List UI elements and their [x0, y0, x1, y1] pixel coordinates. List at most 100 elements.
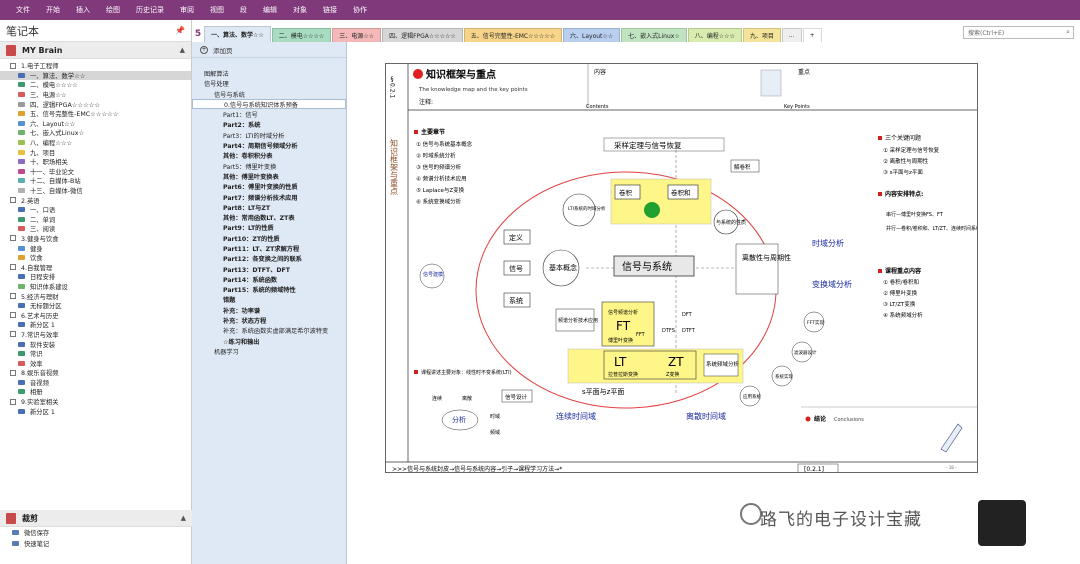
page-item[interactable]: 其他：常用函数LT、ZT表	[223, 215, 295, 223]
section-item[interactable]: 一、口语	[0, 205, 191, 215]
page-item[interactable]: Part3：LTI的时域分析	[223, 132, 285, 140]
section-item[interactable]: 常识	[0, 349, 191, 359]
notebook-my-brain[interactable]: MY Brain ▲	[0, 42, 191, 59]
section-item[interactable]: 日程安排	[0, 272, 191, 282]
section-item[interactable]: 新分区 1	[0, 320, 191, 330]
page-item[interactable]: 错题	[223, 297, 236, 305]
page-item[interactable]: Part2：系统	[223, 122, 261, 130]
section-tab[interactable]: 五、信号完整性-EMC☆☆☆☆☆	[463, 28, 562, 42]
page-item[interactable]: 图解算法	[204, 70, 229, 78]
page-item[interactable]: Part11：LT、ZT求解方程	[223, 245, 300, 253]
page-item[interactable]: Part4：周期信号频域分析	[223, 143, 298, 151]
section-tab[interactable]: 九、项目	[742, 28, 781, 42]
section-item[interactable]: 八、编程☆☆☆	[0, 138, 191, 148]
menu-item[interactable]: 文件	[16, 6, 30, 14]
section-item[interactable]: 新分区 1	[0, 406, 191, 416]
section-tab[interactable]: ...	[781, 28, 802, 42]
page-item[interactable]: Part6：傅里叶变换的性质	[223, 184, 298, 192]
section-item[interactable]: 无标题分区	[0, 301, 191, 311]
quick-section-item[interactable]: 微信保存	[0, 527, 192, 538]
section-item[interactable]: 软件安装	[0, 339, 191, 349]
menu-item[interactable]: 插入	[76, 6, 90, 14]
page-item[interactable]: Part12：各变换之间的联系	[223, 256, 302, 264]
section-tab[interactable]: 八、编程☆☆☆	[687, 28, 742, 42]
section-item[interactable]: 四、逻辑FPGA☆☆☆☆☆	[0, 99, 191, 109]
search-icon[interactable]: ⌕	[1066, 28, 1070, 36]
chevron-up-icon[interactable]: ▲	[179, 46, 185, 54]
section-item[interactable]: 十三、自媒体-微信	[0, 186, 191, 196]
page-item[interactable]: 补充：系统函数实虚部满足希尔波特变	[223, 328, 329, 336]
section-item[interactable]: 三、阅读	[0, 224, 191, 234]
section-group[interactable]: 4.自我管理	[0, 262, 191, 272]
page-item[interactable]	[192, 58, 346, 68]
page-item[interactable]: Part1：信号	[223, 112, 258, 120]
page-item[interactable]: Part9：LT的性质	[223, 225, 274, 233]
section-tab[interactable]: 六、Layout☆☆	[563, 28, 621, 42]
menu-item[interactable]: 编辑	[263, 6, 277, 14]
section-item[interactable]: 音视频	[0, 378, 191, 388]
chevron-up-icon[interactable]: ▲	[180, 514, 186, 522]
section-group[interactable]: 1.电子工程师	[0, 61, 191, 71]
section-item[interactable]: 健身	[0, 243, 191, 253]
section-item[interactable]: 相册	[0, 387, 191, 397]
section-item[interactable]: 六、Layout☆☆	[0, 119, 191, 129]
menu-item[interactable]: 段	[240, 6, 247, 14]
page-item[interactable]: 补充：状态方程	[223, 318, 267, 326]
section-group[interactable]: 3.健身与饮食	[0, 234, 191, 244]
menu-item[interactable]: 历史记录	[136, 6, 164, 14]
page-item[interactable]: 其他：傅里叶变换表	[223, 173, 279, 181]
section-item[interactable]: 二、模电☆☆☆☆	[0, 80, 191, 90]
section-item[interactable]: 七、嵌入式Linux☆	[0, 128, 191, 138]
section-tab[interactable]: 四、逻辑FPGA☆☆☆☆☆	[382, 28, 463, 42]
page-item[interactable]: 其他：卷积积分表	[223, 153, 273, 161]
section-item[interactable]: 十一、毕业论文	[0, 167, 191, 177]
section-tab[interactable]: 三、电源☆☆	[332, 28, 382, 42]
section-group[interactable]: 8.娱乐音视频	[0, 368, 191, 378]
notebook-clip[interactable]: 裁剪 ▲	[0, 510, 192, 527]
menu-item[interactable]: 链接	[323, 6, 337, 14]
section-item[interactable]: 二、单词	[0, 215, 191, 225]
pin-icon[interactable]: 📌	[175, 26, 185, 35]
page-item[interactable]: Part15：系统的频域特性	[223, 287, 296, 295]
section-item[interactable]: 三、电源☆☆	[0, 90, 191, 100]
page-item[interactable]: Part10：ZT的性质	[223, 235, 280, 243]
page-item[interactable]: Part14：系统函数	[223, 276, 278, 284]
menu-item[interactable]: 视图	[210, 6, 224, 14]
page-item[interactable]: Part13：DTFT、DFT	[223, 266, 290, 274]
section-group[interactable]: 6.艺术与历史	[0, 310, 191, 320]
section-group[interactable]: 2.英语	[0, 195, 191, 205]
page-item[interactable]: 信号处理	[204, 81, 229, 89]
page-item[interactable]: 0.信号与系统知识体系预备	[192, 99, 346, 110]
page-item[interactable]: 补充：功率谱	[223, 307, 261, 315]
section-item[interactable]: 十、职场相关	[0, 157, 191, 167]
add-section-tab-button[interactable]: +	[802, 28, 822, 42]
section-group[interactable]: 7.常识与效率	[0, 330, 191, 340]
page-item[interactable]: 信号与系统	[214, 91, 245, 99]
add-page-button[interactable]: + 添加页	[192, 42, 346, 58]
page-item[interactable]: Part8：LT与ZT	[223, 204, 271, 212]
page-item[interactable]: ☆练习和输出	[223, 338, 260, 346]
section-item[interactable]: 九、项目	[0, 147, 191, 157]
page-item[interactable]: Part5：傅里叶变换	[223, 163, 277, 171]
menu-item[interactable]: 开始	[46, 6, 60, 14]
section-group[interactable]: 5.经济与理财	[0, 291, 191, 301]
section-tab[interactable]: 一、算法、数学☆☆	[204, 26, 271, 42]
section-item[interactable]: 十二、自媒体-B站	[0, 176, 191, 186]
section-item[interactable]: 知识体系建设	[0, 282, 191, 292]
section-tab[interactable]: 七、嵌入式Linux☆	[621, 28, 687, 42]
section-group[interactable]: 9.实验室相关	[0, 397, 191, 407]
page-item[interactable]: 机器学习	[214, 348, 239, 356]
menu-item[interactable]: 绘图	[106, 6, 120, 14]
section-item[interactable]: 饮食	[0, 253, 191, 263]
search-box[interactable]: 搜索(Ctrl+E) ⌕	[963, 26, 1074, 39]
section-item[interactable]: 效率	[0, 358, 191, 368]
menu-item[interactable]: 审阅	[180, 6, 194, 14]
section-item[interactable]: 一、算法、数学☆☆	[0, 70, 191, 81]
menu-item[interactable]: 对象	[293, 6, 307, 14]
doc-key-en: Key Points	[784, 104, 810, 110]
section-item[interactable]: 五、信号完整性-EMC☆☆☆☆☆	[0, 109, 191, 119]
page-item[interactable]: Part7：频谱分析技术应用	[223, 194, 298, 202]
quick-section-item[interactable]: 快速笔记	[0, 538, 192, 549]
section-tab[interactable]: 二、模电☆☆☆☆	[271, 28, 332, 42]
menu-item[interactable]: 协作	[353, 6, 367, 14]
